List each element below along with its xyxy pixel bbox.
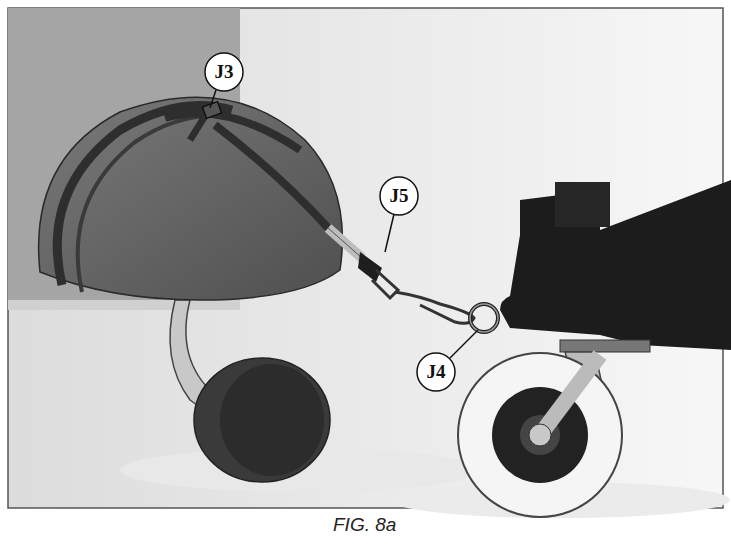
snap-hook: [372, 270, 398, 298]
callout-number: J3: [206, 54, 242, 90]
callout-circle: [380, 177, 418, 215]
callout-circle: [205, 53, 243, 91]
figure-caption: FIG. 8a: [333, 514, 396, 536]
callout-number: J4: [418, 354, 454, 390]
tether-cord: [215, 125, 330, 230]
strap: [57, 106, 232, 286]
device-base: [500, 180, 731, 350]
caster-cover: [39, 97, 343, 300]
right-wheel: [458, 353, 622, 517]
leader-line: [210, 90, 216, 108]
leader-line: [450, 330, 478, 358]
cord-end: [358, 252, 382, 282]
callout-number: J5: [381, 178, 417, 214]
ring: [470, 304, 498, 332]
left-wheel: [194, 358, 330, 482]
leader-line: [385, 214, 394, 252]
callout-circle: [417, 353, 455, 391]
